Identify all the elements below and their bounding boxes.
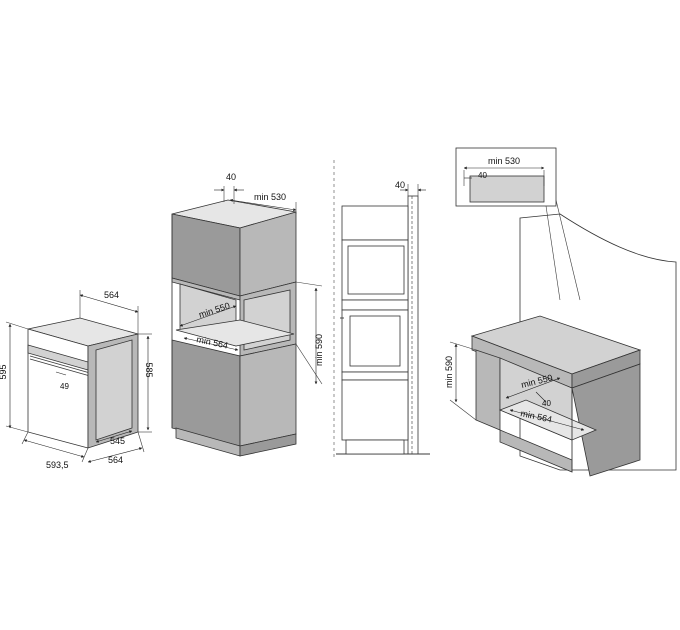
oven-drawing: 564 595 585 49 593,5 545 564	[0, 290, 154, 470]
undercounter-drawing: min 530 40 min 590 min 550	[444, 147, 677, 477]
oven-height-front-label: 585	[144, 362, 154, 377]
detail-depth-label: min 530	[488, 156, 520, 166]
undercounter-floor-gap-label: 40	[542, 399, 551, 408]
oven-height-total-label: 595	[0, 364, 8, 379]
oven-depth-body-label: 545	[110, 436, 125, 446]
tall-cabinet-drawing: 40 min 530 min 550 min 564 min 590	[171, 172, 324, 457]
side-rear-gap-label: 40	[395, 180, 405, 190]
oven-depth-bottom-label: 564	[108, 455, 123, 465]
tall-niche-height-label: min 590	[314, 334, 324, 366]
tall-top-gap-label: 40	[226, 172, 236, 182]
oven-handle-offset-label: 49	[60, 382, 69, 391]
side-section-drawing: 40	[336, 180, 430, 455]
detail-gap-label: 40	[478, 171, 487, 180]
oven-depth-top-label: 564	[104, 290, 119, 300]
oven-width-front-label: 593,5	[46, 460, 69, 470]
tall-top-depth-label: min 530	[254, 192, 286, 202]
undercounter-niche-height-label: min 590	[444, 356, 454, 388]
